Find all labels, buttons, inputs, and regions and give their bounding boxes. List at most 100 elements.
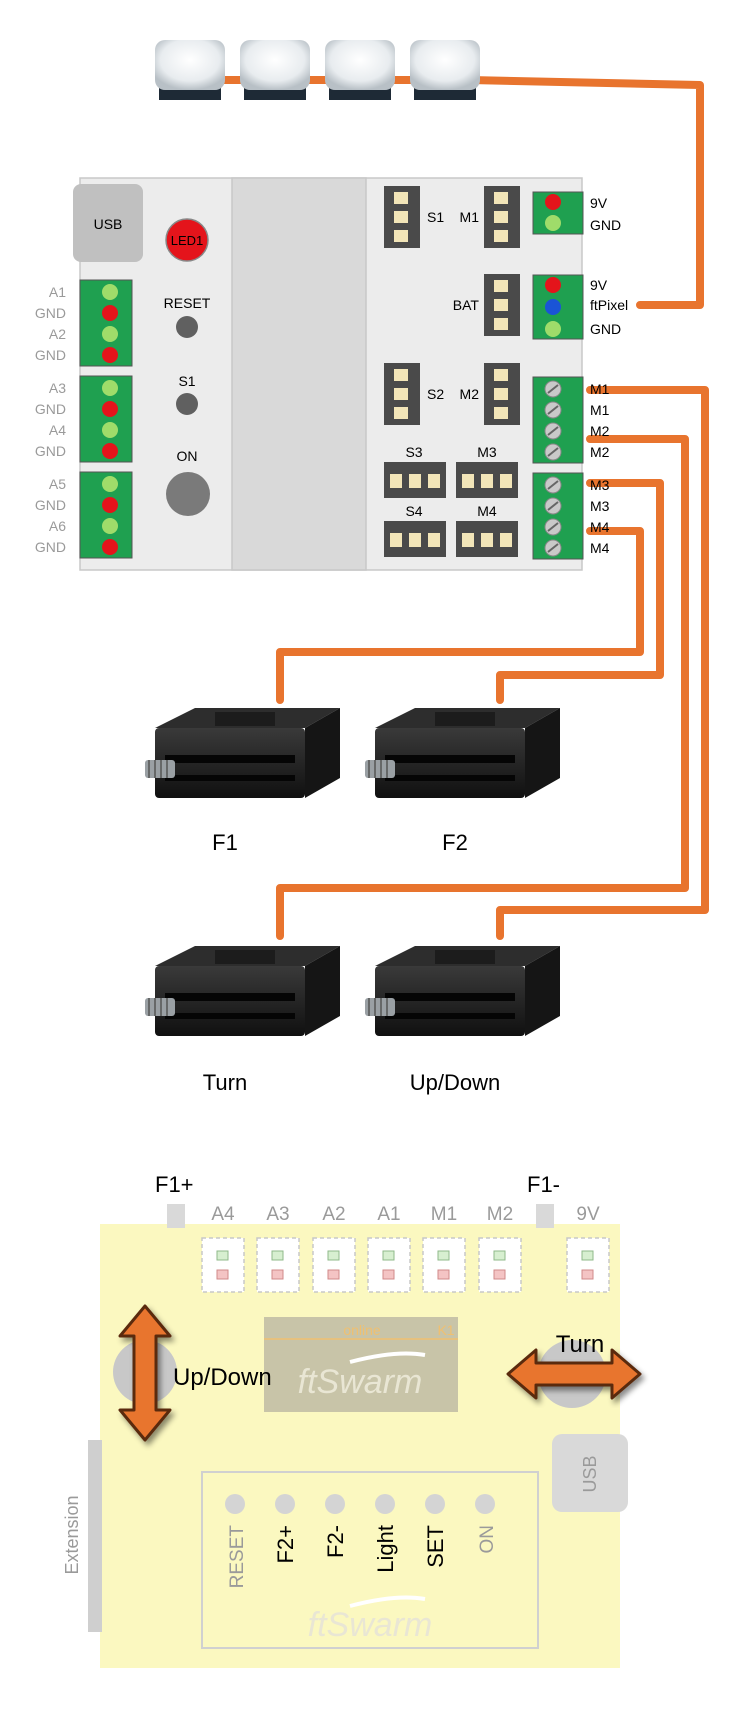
power-connector <box>532 191 584 235</box>
port-a3 <box>256 1237 300 1293</box>
pixel-pin-label: ftPixel <box>590 297 628 313</box>
m4-header-label: M4 <box>477 503 497 519</box>
usb-label: USB <box>580 1455 600 1492</box>
pin-label: A1 <box>49 284 66 300</box>
port-a1 <box>367 1237 411 1293</box>
status-online: online <box>343 1322 381 1338</box>
pixel-pin-label: GND <box>590 321 621 337</box>
pixel-connector <box>532 274 584 340</box>
motor-pin-label: M1 <box>590 402 610 418</box>
motor-turn-label: Turn <box>203 1070 247 1095</box>
wire-m2-turn <box>276 435 689 940</box>
reset-label: RESET <box>164 295 211 311</box>
motor-pin-label: M3 <box>590 477 610 493</box>
analog-connector-block-3 <box>79 471 133 559</box>
pin-label: A5 <box>49 476 66 492</box>
on-button-label: ON <box>477 1525 498 1554</box>
m4-header <box>456 521 518 557</box>
m3-header <box>456 462 518 498</box>
reset-button <box>176 316 198 338</box>
reset-button[interactable] <box>225 1494 245 1514</box>
m1-header-label: M1 <box>460 209 480 225</box>
power-pin-label: 9V <box>590 195 608 211</box>
led1-label: LED1 <box>171 233 204 248</box>
led-pixel-strip <box>155 40 480 100</box>
f1-minus-label: F1- <box>527 1172 560 1197</box>
power-pin-label: GND <box>590 217 621 233</box>
port-m1 <box>422 1237 466 1293</box>
f1-plus-label: F1+ <box>155 1172 194 1197</box>
wires <box>206 76 709 940</box>
led-pixel-3 <box>325 40 395 100</box>
f2-plus-button[interactable] <box>275 1494 295 1514</box>
motor-connector-1 <box>532 376 584 464</box>
left-joystick-label: Up/Down <box>173 1364 272 1391</box>
motor-f1: F1 <box>144 707 341 855</box>
port-a4 <box>201 1237 245 1293</box>
set-button-label: SET <box>423 1525 448 1568</box>
panel-background <box>100 1224 620 1668</box>
f1-plus-tab <box>167 1204 185 1228</box>
motor-pin-label: M4 <box>590 540 610 556</box>
pin-label: A6 <box>49 518 66 534</box>
wire-m3-f2 <box>496 479 664 704</box>
motor-f2-label: F2 <box>442 830 468 855</box>
pin-label: GND <box>35 443 66 459</box>
s4-header <box>384 521 446 557</box>
pin-label: A4 <box>49 422 66 438</box>
port-label-a1: A1 <box>377 1204 400 1225</box>
s1-header-label: S1 <box>427 209 444 225</box>
on-button <box>166 472 210 516</box>
usb-label: USB <box>94 216 123 232</box>
display-logo: ftSwarm <box>298 1363 423 1401</box>
on-button[interactable] <box>475 1494 495 1514</box>
s4-header-label: S4 <box>405 503 422 519</box>
light-button-label: Light <box>373 1525 398 1573</box>
s1-header <box>384 186 420 248</box>
bat-header <box>484 274 520 336</box>
s1-label: S1 <box>178 373 195 389</box>
motor-f2: F2 <box>364 707 561 855</box>
usb-port <box>73 184 143 262</box>
f2-plus-button-label: F2+ <box>273 1525 298 1564</box>
analog-connector-block-1 <box>79 279 133 367</box>
port-label-m2: M2 <box>487 1204 513 1225</box>
analog-connector-block-2 <box>79 375 133 463</box>
on-label: ON <box>177 448 198 464</box>
port-m2 <box>478 1237 522 1293</box>
control-panel: Extension F1+ F1- A4 A3 A2 A1 M1 M2 9V o… <box>62 1172 642 1668</box>
port-label-a4: A4 <box>211 1204 235 1225</box>
motor-f1-label: F1 <box>212 830 238 855</box>
turn-arrow-icon <box>506 1348 642 1400</box>
up-down-arrow-icon <box>118 1304 172 1442</box>
motor-pin-label: M4 <box>590 519 610 535</box>
port-a2 <box>312 1237 356 1293</box>
f2-minus-button[interactable] <box>325 1494 345 1514</box>
wire-m4-f1 <box>276 527 644 704</box>
s3-header <box>384 462 446 498</box>
pin-label: A2 <box>49 326 66 342</box>
led-pixel-4 <box>410 40 480 100</box>
pin-label: GND <box>35 401 66 417</box>
m3-header-label: M3 <box>477 444 497 460</box>
port-9v <box>566 1237 610 1293</box>
led1-indicator <box>165 218 209 262</box>
status-display <box>264 1317 458 1412</box>
pin-label: GND <box>35 305 66 321</box>
m1-header <box>484 186 520 248</box>
pixel-pin-label: 9V <box>590 277 608 293</box>
motor-pin-label: M3 <box>590 498 610 514</box>
motor-updown: Up/Down <box>364 945 561 1095</box>
panel-logo: ftSwarm <box>308 1606 433 1644</box>
wire-m1-updown <box>496 386 709 940</box>
port-label-a3: A3 <box>266 1204 289 1225</box>
motor-pin-label: M2 <box>590 423 610 439</box>
set-button[interactable] <box>425 1494 445 1514</box>
port-label-a2: A2 <box>322 1204 345 1225</box>
controller-board: USB LED1 RESET S1 ON A1 GND A2 GN <box>35 177 628 571</box>
reset-button-label: RESET <box>227 1525 248 1589</box>
port-label-9v: 9V <box>576 1204 600 1225</box>
light-button[interactable] <box>375 1494 395 1514</box>
led-pixel-2 <box>240 40 310 100</box>
